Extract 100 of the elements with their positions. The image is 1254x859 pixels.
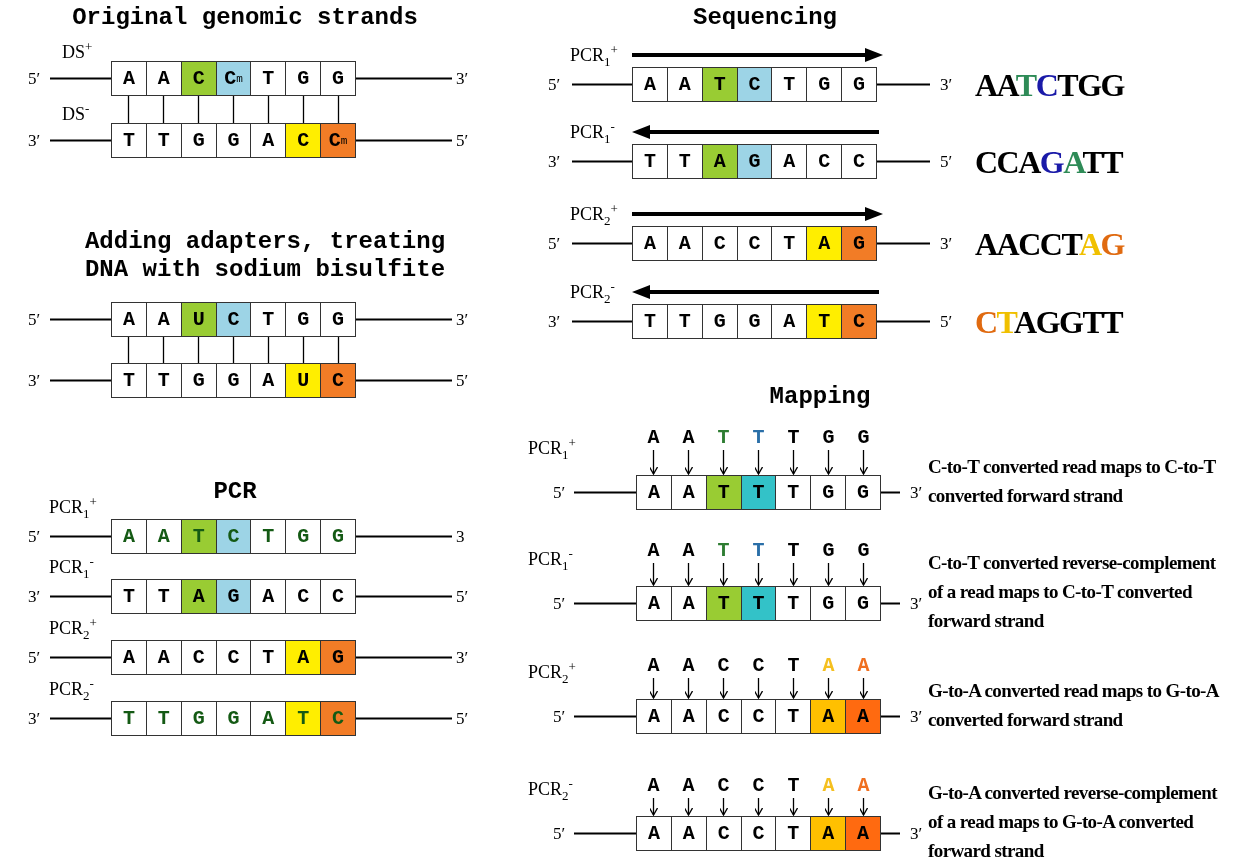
arrow	[683, 677, 694, 699]
nucleotide-cell: T	[180, 520, 216, 553]
nucleotide-cell-text: A	[642, 72, 657, 98]
strand-end-label: 5′	[553, 706, 566, 727]
nucleotide-cell: T	[250, 303, 286, 336]
nucleotide-cell-text: T	[121, 584, 136, 610]
strand-end-label: 5′	[456, 370, 469, 391]
mapping-description: G-to-A converted read maps to G-to-A converted forward strand	[928, 678, 1218, 732]
nucleotide-cell: C	[736, 68, 772, 101]
arrow	[823, 562, 834, 586]
read-letters: A A T T T G G	[636, 538, 881, 562]
strand-end-label: 3′	[456, 647, 469, 668]
arrow	[648, 562, 659, 586]
strand-end-label: 5′	[548, 233, 561, 254]
nucleotide-cell: C$^{m}$	[215, 62, 251, 95]
strand-end-label: 5′	[28, 526, 41, 547]
nucleotide-cell-text: T	[642, 149, 657, 175]
strand-line	[355, 535, 453, 538]
section-heading: Adding adapters, treating DNA with sodium bisulfite	[83, 228, 447, 284]
nucleotide-cell-text: T	[121, 368, 136, 394]
read-letters: A A C C T A A	[636, 653, 881, 677]
strand-end-label: 5′	[553, 823, 566, 844]
nucleotide-cell: G	[180, 364, 216, 397]
strand-end-label: 5′	[456, 708, 469, 729]
section-heading: Sequencing	[693, 4, 837, 32]
strand-end-label: 5′	[28, 647, 41, 668]
nucleotide-cell: G	[215, 702, 251, 735]
base-pair-line	[127, 336, 130, 364]
arrow	[823, 677, 834, 699]
dna-strand-bar	[632, 144, 877, 179]
arrow	[648, 449, 659, 475]
nucleotide-cell-text: A	[121, 66, 136, 92]
nucleotide-cell: A	[670, 700, 706, 733]
nucleotide-cell: C	[180, 62, 216, 95]
dna-strand-bar	[111, 61, 356, 96]
arrow	[788, 562, 799, 586]
strand-end-label: 3′	[910, 482, 923, 503]
section-heading: PCR	[213, 478, 257, 506]
strand-end-label: 5′	[940, 151, 953, 172]
strand-end-label: 5′	[553, 482, 566, 503]
read-sequence: CCAGATT	[975, 143, 1123, 180]
strand-name: DS$^{+}$	[62, 38, 93, 62]
strand-line	[355, 595, 453, 598]
strand-name: DS$^{-}$	[62, 100, 90, 124]
mapping-description: C-to-T converted reverse-complement of a read maps to C-to-T converted forward strand	[928, 551, 1217, 633]
nucleotide-cell: G	[285, 62, 321, 95]
nucleotide-cell: G	[215, 580, 251, 613]
nucleotide-cell: C	[215, 520, 251, 553]
arrow	[823, 797, 834, 816]
strand-end-label: 5′	[940, 311, 953, 332]
arrow	[648, 677, 659, 699]
nucleotide-cell: A	[771, 145, 807, 178]
nucleotide-cell: U	[180, 303, 216, 336]
nucleotide-cell: C	[841, 145, 876, 178]
nucleotide-cell-text: A	[642, 231, 657, 257]
arrow	[788, 449, 799, 475]
nucleotide-cell: G	[841, 68, 876, 101]
dna-strand-bar	[111, 519, 356, 554]
read-sequence: CTAGGTT	[975, 303, 1123, 340]
strand-end-label: 5′	[28, 68, 41, 89]
base-pair-line	[162, 336, 165, 364]
strand-end-label: 3′	[456, 309, 469, 330]
dna-strand-bar	[636, 475, 881, 510]
arrow	[858, 562, 869, 586]
nucleotide-cell: G	[845, 587, 880, 620]
nucleotide-cell: C$^{m}$	[320, 124, 355, 157]
nucleotide-cell: G	[320, 62, 355, 95]
nucleotide-cell: G	[320, 303, 355, 336]
nucleotide-cell: C	[841, 305, 876, 338]
arrow	[788, 797, 799, 816]
nucleotide-cell: C	[705, 700, 741, 733]
arrow	[753, 449, 764, 475]
dna-strand-bar	[632, 304, 877, 339]
read-letters: A A C C T A A	[636, 773, 881, 797]
strand-end-label: 5′	[456, 130, 469, 151]
nucleotide-cell: T	[705, 587, 741, 620]
nucleotide-cell: T	[145, 124, 181, 157]
strand-line	[355, 717, 453, 720]
nucleotide-cell: A	[145, 641, 181, 674]
arrow	[823, 449, 834, 475]
strand-end-label: 3′	[548, 151, 561, 172]
arrow	[858, 797, 869, 816]
nucleotide-cell: A	[145, 303, 181, 336]
nucleotide-cell: G	[285, 303, 321, 336]
strand-line	[355, 318, 453, 321]
strand-end-label: 3′	[28, 370, 41, 391]
arrow	[718, 449, 729, 475]
nucleotide-cell: C	[320, 364, 355, 397]
section-heading: Mapping	[769, 383, 871, 411]
nucleotide-cell: G	[806, 68, 842, 101]
nucleotide-cell: T	[775, 476, 811, 509]
arrow	[753, 797, 764, 816]
dna-strand-bar	[111, 363, 356, 398]
strand-end-label: 3′	[910, 823, 923, 844]
arrow	[753, 677, 764, 699]
mapping-description: C-to-T converted read maps to C-to-T converted forward strand	[928, 454, 1217, 508]
nucleotide-cell: A	[806, 227, 842, 260]
arrow	[788, 677, 799, 699]
nucleotide-cell: G	[285, 520, 321, 553]
nucleotide-cell: A	[845, 817, 880, 850]
